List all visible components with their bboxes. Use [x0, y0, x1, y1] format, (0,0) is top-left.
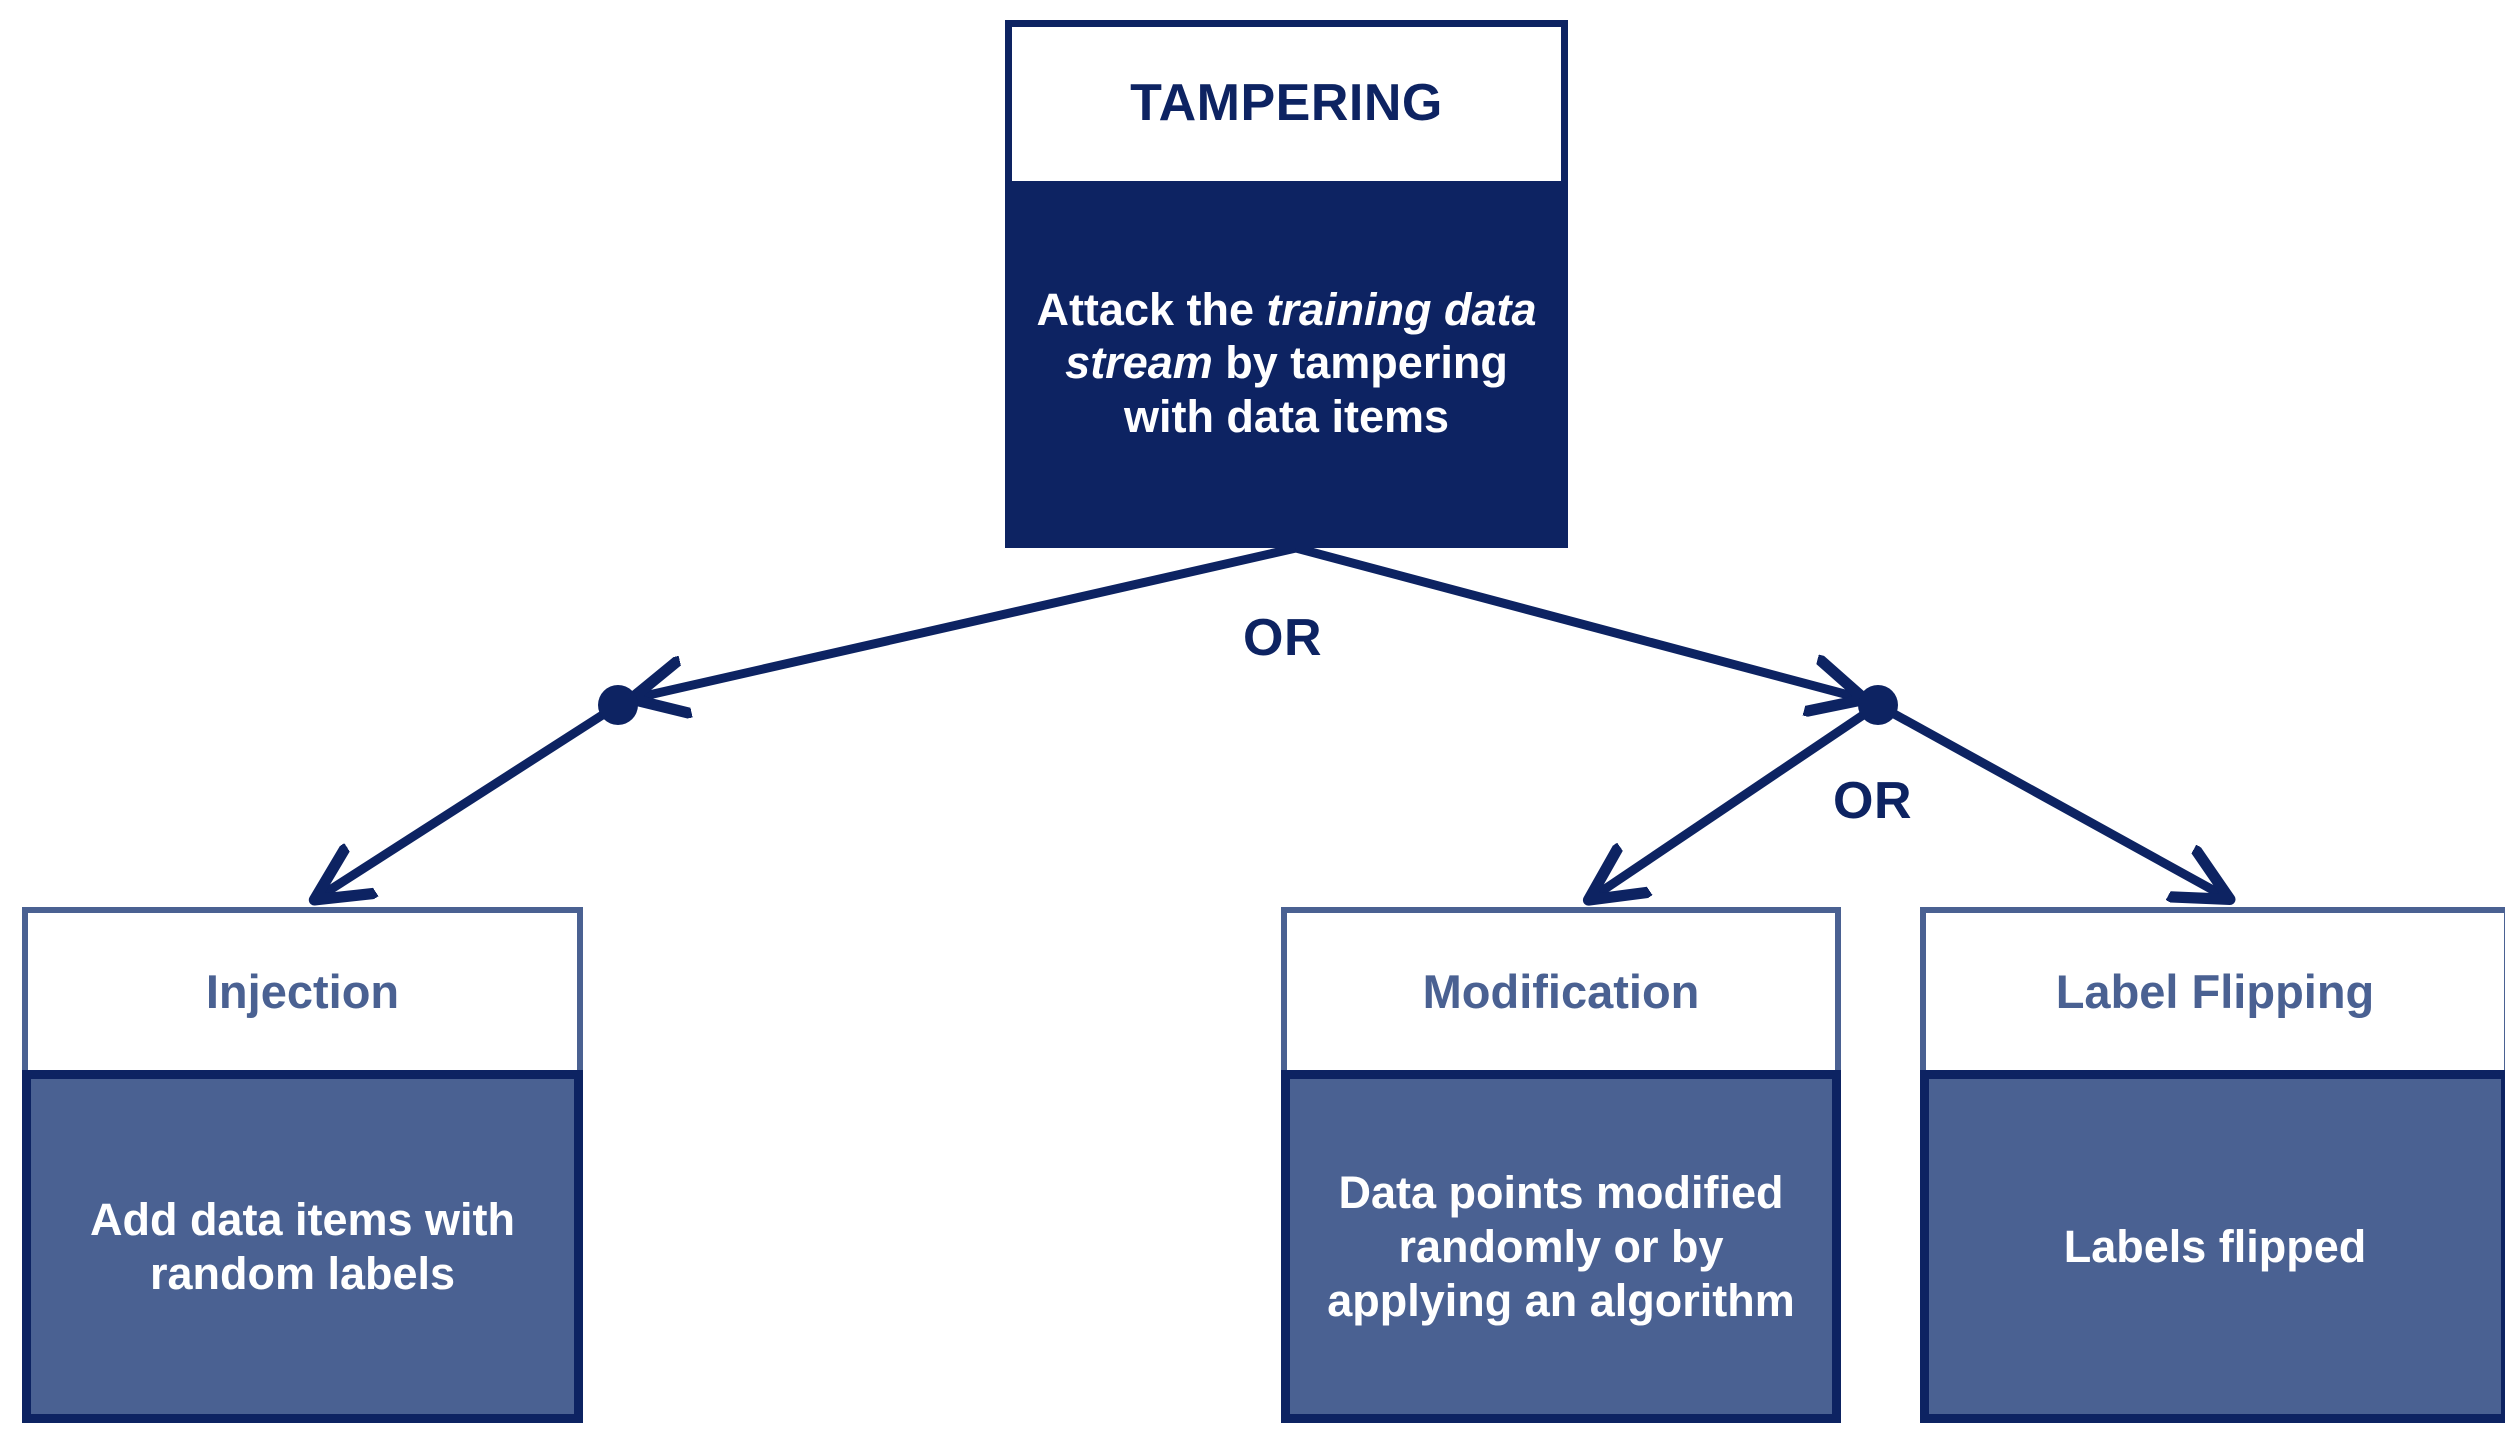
node-label-flipping-title: Label Flipping — [2055, 964, 2375, 1018]
node-tampering-description: Attack the training data stream by tampe… — [1036, 284, 1537, 442]
node-tampering-body: Attack the training data stream by tampe… — [1005, 188, 1568, 548]
edge-root-to-gate-right — [1294, 543, 1856, 697]
node-tampering[interactable]: TAMPERING Attack the training data strea… — [1005, 20, 1568, 548]
node-injection-description: Add data items with random labels — [89, 1193, 516, 1299]
gate-dot-right — [1858, 685, 1898, 725]
edge-root-to-gate-left — [640, 543, 1297, 697]
gate-label-or-left: OR — [1243, 609, 1322, 667]
gate-label-or-right: OR — [1833, 772, 1912, 830]
node-injection-header: Injection — [22, 907, 583, 1070]
node-label-flipping-header: Label Flipping — [1920, 907, 2505, 1070]
node-label-flipping-description: Labels flipped — [2063, 1220, 2367, 1272]
node-modification-title: Modification — [1422, 964, 1700, 1018]
gate-dot-left — [598, 685, 638, 725]
node-modification-header: Modification — [1281, 907, 1841, 1070]
node-injection[interactable]: Injection Add data items with random lab… — [22, 907, 583, 1423]
node-tampering-header: TAMPERING — [1005, 20, 1568, 188]
edge-gate-right-to-label-flipping — [1875, 701, 2222, 895]
node-label-flipping[interactable]: Label Flipping Labels flipped — [1920, 907, 2505, 1423]
node-injection-title: Injection — [205, 964, 400, 1018]
node-label-flipping-body: Labels flipped — [1920, 1070, 2505, 1423]
edge-gate-left-to-injection — [322, 701, 621, 895]
node-injection-body: Add data items with random labels — [22, 1070, 583, 1423]
node-modification[interactable]: Modification Data points modified random… — [1281, 907, 1841, 1423]
node-tampering-title: TAMPERING — [1130, 74, 1443, 133]
node-modification-description: Data points modified randomly or by appl… — [1327, 1166, 1795, 1326]
node-modification-body: Data points modified randomly or by appl… — [1281, 1070, 1841, 1423]
